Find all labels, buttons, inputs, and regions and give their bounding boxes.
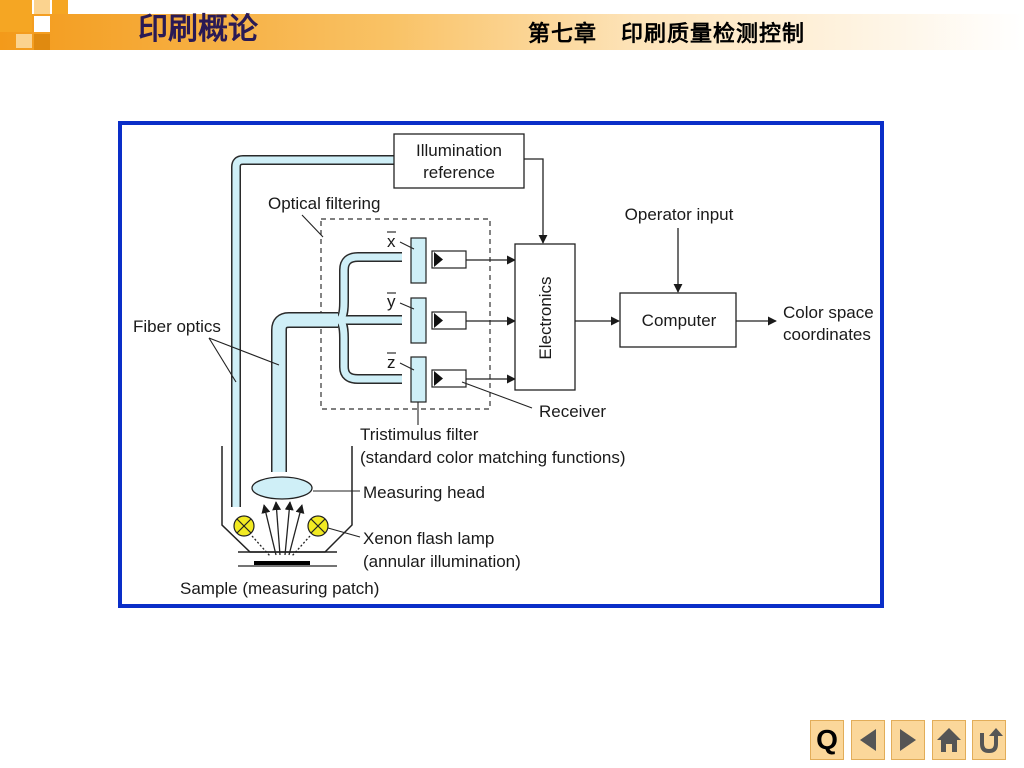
previous-icon: [860, 729, 876, 751]
illumination-reference-label: Illumination: [416, 141, 502, 160]
output-label-2: coordinates: [783, 325, 871, 344]
channel-z-label: z: [387, 353, 396, 372]
sample-label: Sample (measuring patch): [180, 579, 379, 598]
home-icon: [937, 728, 961, 752]
xenon-lamps: [233, 515, 329, 537]
previous-button[interactable]: [851, 720, 885, 760]
filter-x: [410, 237, 427, 284]
chapter-number: 第七章: [528, 21, 598, 47]
fiber-optics-label: Fiber optics: [133, 317, 221, 336]
computer-box: [619, 292, 737, 348]
channel-y-label: y: [387, 292, 396, 311]
filter-z: [410, 356, 427, 403]
output-label: Color space: [783, 303, 874, 322]
tristimulus-filter-label-2: (standard color matching functions): [360, 448, 626, 467]
receiver-label: Receiver: [539, 402, 606, 421]
filter-y: [410, 297, 427, 344]
next-button[interactable]: [891, 720, 925, 760]
header-band: [0, 14, 1024, 50]
chapter-title: 印刷质量检测控制: [621, 21, 806, 47]
colorimeter-diagram: Illumination reference Optical filtering…: [118, 121, 884, 608]
channel-labels: x y z: [387, 231, 415, 372]
operator-input-label: Operator input: [625, 205, 734, 224]
channel-x-label: x: [387, 232, 396, 251]
computer-label: Computer: [642, 311, 717, 330]
search-icon: Q: [816, 724, 838, 755]
return-icon: [980, 728, 1003, 754]
electronics-box: [514, 243, 576, 391]
sample-patch: [254, 561, 310, 565]
light-rays: [251, 501, 311, 557]
return-button[interactable]: [972, 720, 1006, 760]
page-title: 印刷概论: [138, 12, 258, 47]
fiber-optics-bundles: [231, 155, 402, 507]
next-icon: [900, 729, 916, 751]
tristimulus-filter-label: Tristimulus filter: [360, 425, 479, 444]
lens: [251, 476, 313, 500]
measuring-head-label: Measuring head: [363, 483, 485, 502]
search-button[interactable]: Q: [810, 720, 844, 760]
tristimulus-filters: [410, 237, 427, 403]
xenon-lamp-label-2: (annular illumination): [363, 552, 521, 571]
chapter-heading: 第七章印刷质量检测控制: [528, 18, 805, 50]
home-button[interactable]: [932, 720, 966, 760]
optical-filtering-label: Optical filtering: [268, 194, 380, 213]
electronics-label: Electronics: [536, 276, 555, 359]
measuring-head: [221, 446, 353, 567]
diagram-canvas: Illumination reference Optical filtering…: [133, 133, 874, 598]
illumination-reference-box: [393, 133, 525, 189]
illumination-reference-label-2: reference: [423, 163, 495, 182]
xenon-lamp-label: Xenon flash lamp: [363, 529, 494, 548]
receivers: [431, 250, 467, 388]
